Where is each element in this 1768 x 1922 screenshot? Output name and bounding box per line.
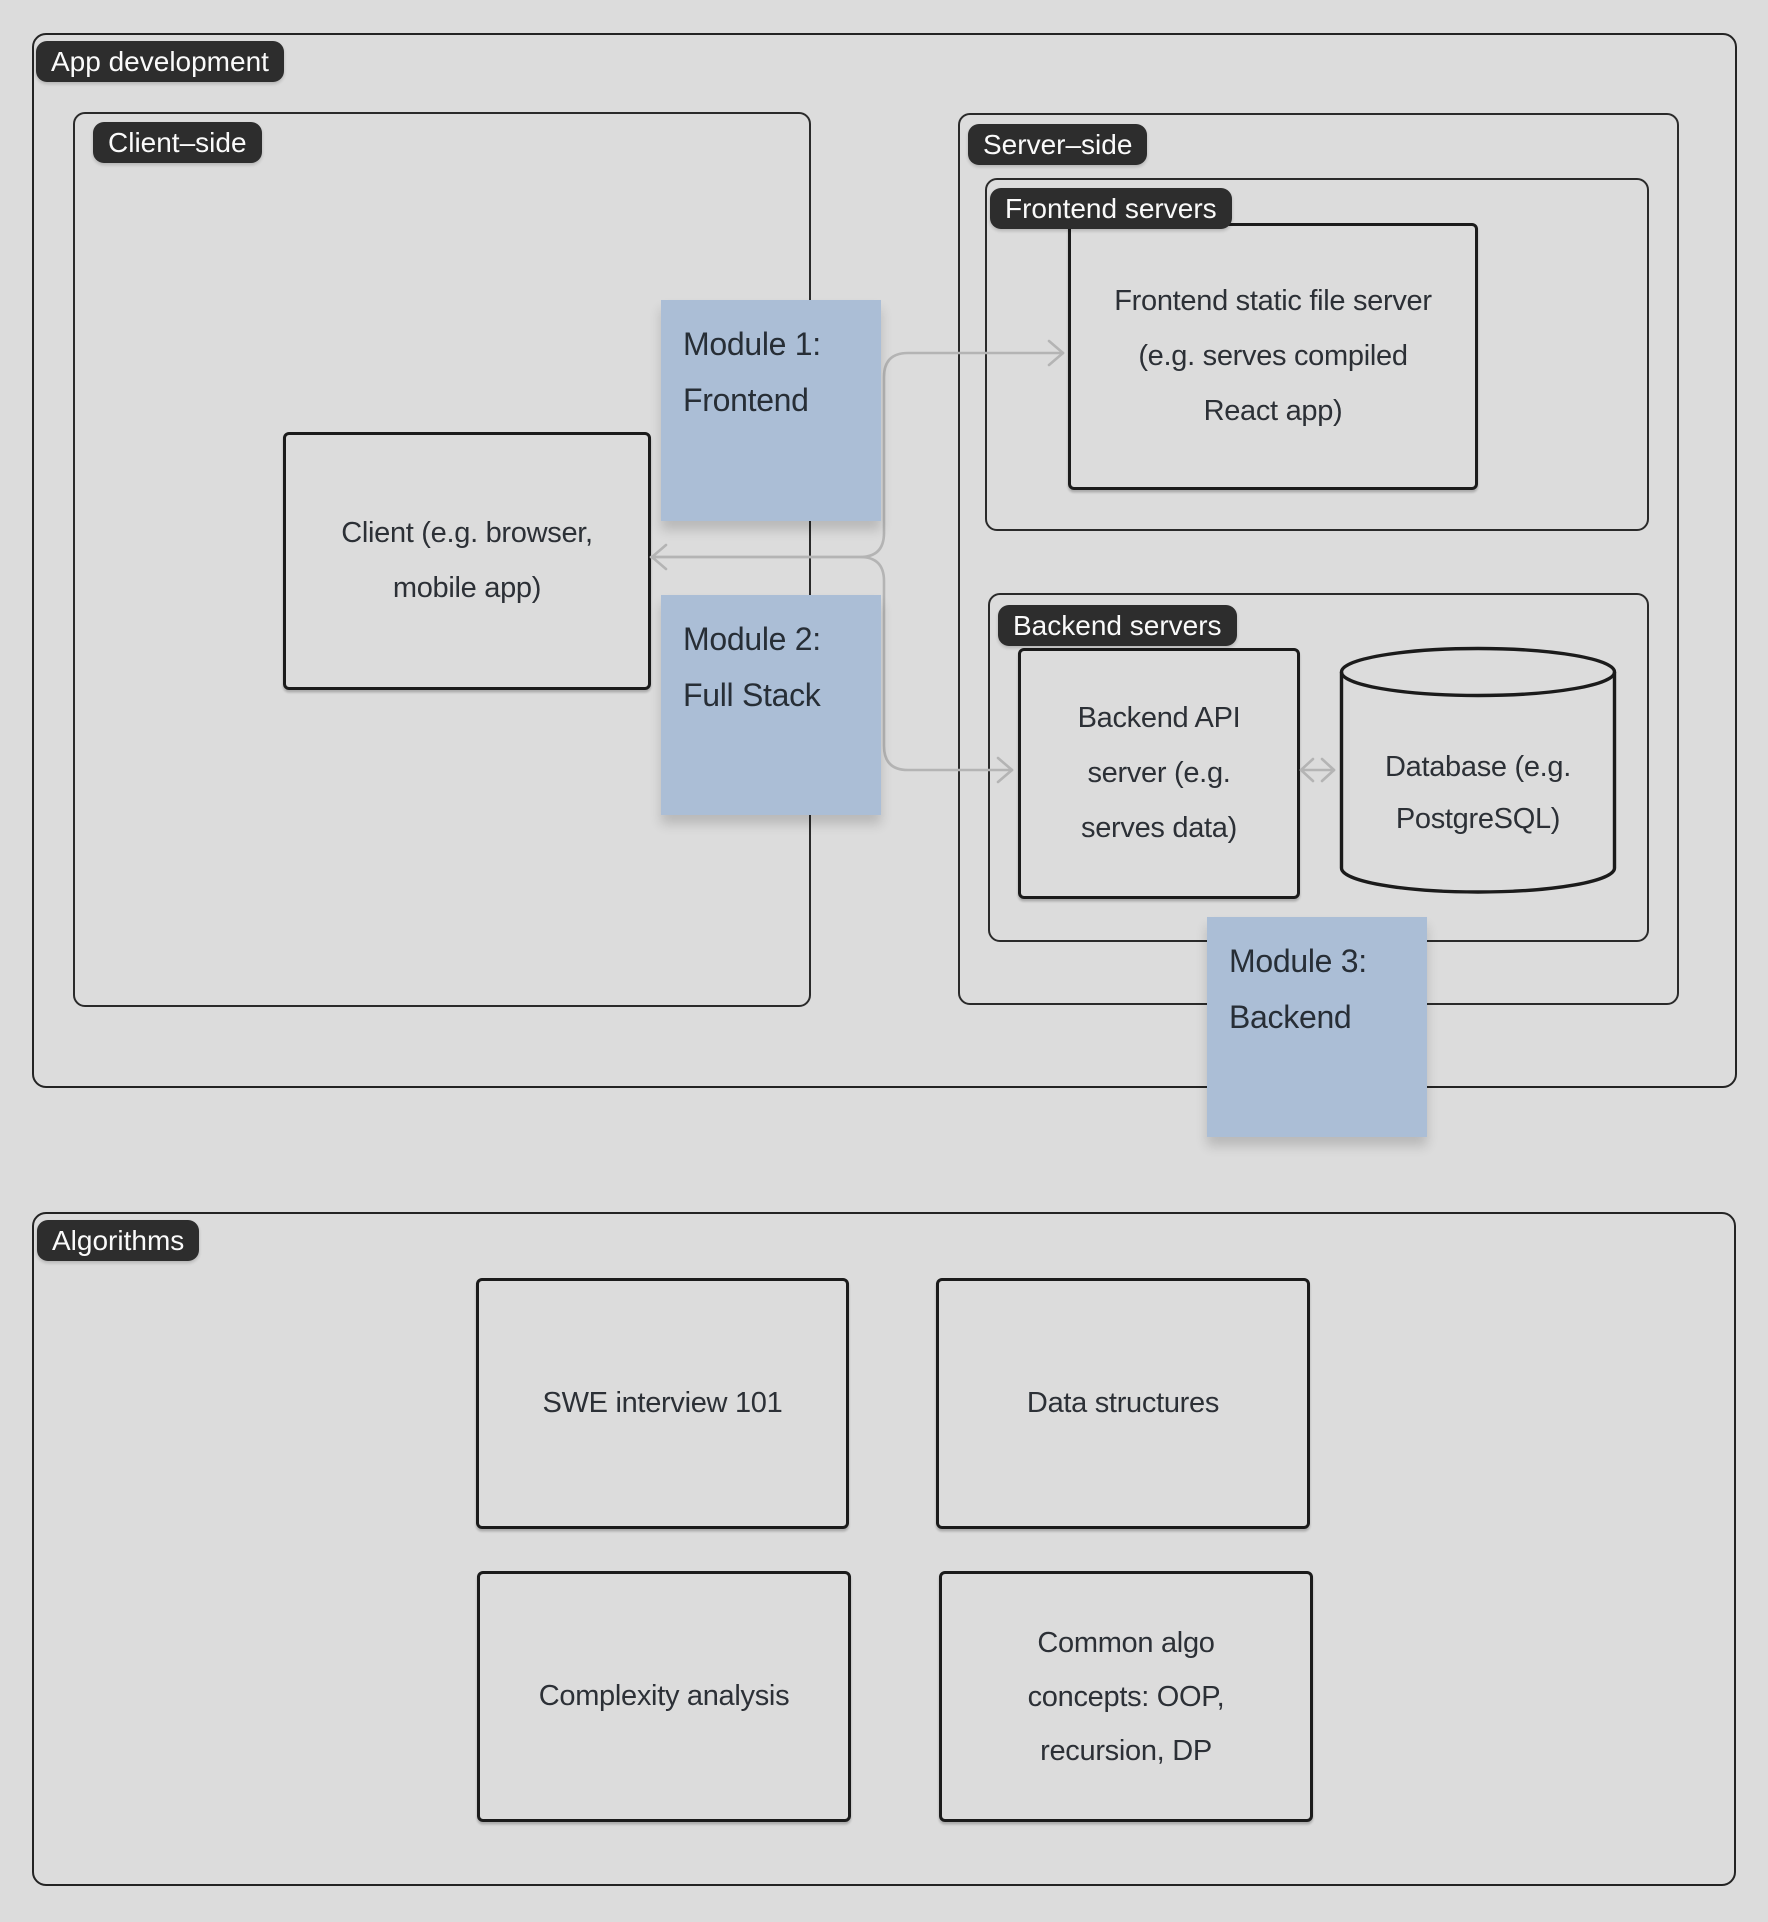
frame-label-text: Server–side bbox=[983, 128, 1133, 160]
node-client: Client (e.g. browser, mobile app) bbox=[283, 432, 651, 690]
frame-label-text: Frontend servers bbox=[1005, 192, 1217, 224]
sticky-module-3: Module 3: Backend bbox=[1207, 917, 1427, 1137]
node-database-text: Database (e.g. PostgreSQL) bbox=[1338, 741, 1618, 845]
sticky-text-line: Full Stack bbox=[683, 677, 821, 713]
node-data-structures: Data structures bbox=[936, 1278, 1310, 1529]
node-text-line: server (e.g. bbox=[1087, 757, 1231, 789]
sticky-text-line: Backend bbox=[1229, 999, 1352, 1035]
frame-label-text: Algorithms bbox=[52, 1224, 185, 1256]
node-text-line: recursion, DP bbox=[1040, 1734, 1212, 1767]
frame-label-server-side: Server–side bbox=[968, 124, 1148, 165]
node-swe-interview-101: SWE interview 101 bbox=[476, 1278, 849, 1529]
sticky-text-line: Frontend bbox=[683, 382, 809, 418]
sticky-text-line: Module 2: bbox=[683, 621, 821, 657]
node-text-line: Data structures bbox=[1026, 1387, 1220, 1419]
node-text-line: (e.g. serves compiled bbox=[1138, 340, 1408, 372]
sticky-module-2: Module 2: Full Stack bbox=[661, 595, 881, 815]
node-text-line: mobile app) bbox=[392, 572, 542, 604]
frame-label-text: Backend servers bbox=[1013, 609, 1222, 641]
node-text-line: Database (e.g. bbox=[1384, 751, 1572, 783]
node-text-line: Complexity analysis bbox=[538, 1680, 790, 1712]
node-text-line: SWE interview 101 bbox=[542, 1387, 783, 1419]
node-frontend-static-file-server: Frontend static file server (e.g. serves… bbox=[1068, 223, 1478, 490]
node-text-line: serves data) bbox=[1081, 812, 1237, 844]
frame-label-text: Client–side bbox=[108, 126, 247, 158]
frame-label-client-side: Client–side bbox=[93, 122, 262, 163]
frame-label-backend-servers: Backend servers bbox=[998, 605, 1237, 646]
node-database-cylinder: Database (e.g. PostgreSQL) bbox=[1338, 645, 1618, 895]
node-text-line: Common algo bbox=[1037, 1626, 1215, 1659]
frame-app-development bbox=[32, 33, 1737, 1088]
node-text-line: concepts: OOP, bbox=[1027, 1680, 1225, 1713]
sticky-text-line: Module 1: bbox=[683, 326, 821, 362]
node-text-line: Frontend static file server bbox=[1114, 285, 1432, 317]
node-common-algo-concepts: Common algo concepts: OOP, recursion, DP bbox=[939, 1571, 1313, 1822]
node-text-line: React app) bbox=[1203, 395, 1343, 427]
sticky-module-1: Module 1: Frontend bbox=[661, 300, 881, 521]
node-text-line: PostgreSQL) bbox=[1395, 803, 1561, 835]
frame-label-text: App development bbox=[51, 45, 269, 77]
frame-label-app-development: App development bbox=[36, 41, 284, 82]
frame-label-frontend-servers: Frontend servers bbox=[990, 188, 1232, 229]
database-cylinder-icon bbox=[1339, 646, 1617, 894]
node-text-line: Client (e.g. browser, bbox=[341, 517, 593, 549]
sticky-text-line: Module 3: bbox=[1229, 943, 1367, 979]
frame-algorithms bbox=[32, 1212, 1736, 1886]
frame-label-algorithms: Algorithms bbox=[37, 1220, 200, 1261]
node-backend-api-server: Backend API server (e.g. serves data) bbox=[1018, 648, 1300, 899]
node-text-line: Backend API bbox=[1077, 702, 1241, 734]
node-complexity-analysis: Complexity analysis bbox=[477, 1571, 851, 1822]
